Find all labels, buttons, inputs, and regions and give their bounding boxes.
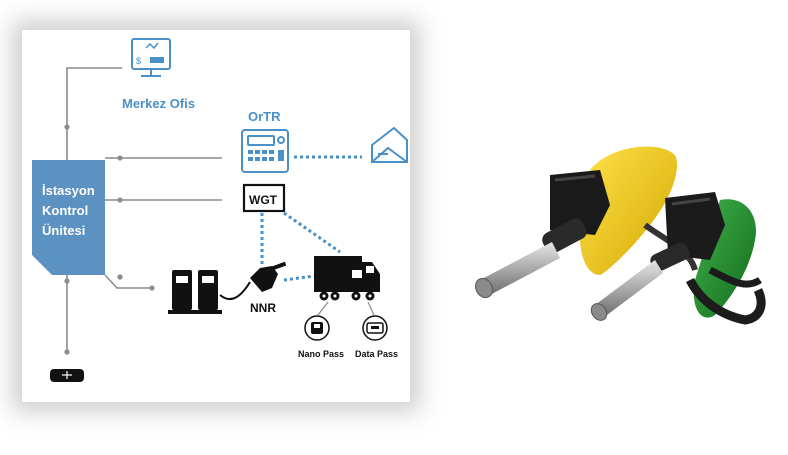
station-diagram: İstasyon Kontrol Ünitesi $ Merkez Ofis O… xyxy=(32,38,408,382)
fuel-nozzle-photo xyxy=(475,146,766,325)
wgt-label: WGT xyxy=(249,193,278,207)
nano-pass-label: Nano Pass xyxy=(298,349,344,359)
nano-pass-icon xyxy=(304,315,330,341)
head-office-label: Merkez Ofis xyxy=(122,96,195,111)
green-nozzle xyxy=(590,192,766,325)
nnr-label: NNR xyxy=(250,301,276,315)
ortr-device-icon xyxy=(241,129,289,173)
station-control-unit: İstasyon Kontrol Ünitesi xyxy=(32,160,105,275)
email-icon xyxy=(371,126,408,163)
connector-dots xyxy=(64,124,155,355)
fuel-pump-icon xyxy=(168,270,222,314)
diagram-card: İstasyon Kontrol Ünitesi $ Merkez Ofis O… xyxy=(22,30,410,402)
control-unit-label-1: İstasyon xyxy=(42,183,95,198)
tank-sensor-icon xyxy=(50,369,84,382)
wgt-box: WGT xyxy=(242,183,286,213)
wireless-links xyxy=(260,211,341,282)
data-pass-icon xyxy=(362,315,388,341)
control-unit-label-2: Kontrol xyxy=(42,203,88,218)
svg-text:$: $ xyxy=(136,56,141,66)
truck-icon xyxy=(314,256,380,301)
data-pass-label: Data Pass xyxy=(355,349,398,359)
fuel-nozzle-icon xyxy=(250,261,287,292)
ortr-label: OrTR xyxy=(248,109,281,124)
fuel-hose xyxy=(219,281,251,301)
control-unit-label-3: Ünitesi xyxy=(42,223,85,238)
yellow-nozzle xyxy=(475,146,698,299)
monitor-icon: $ xyxy=(131,38,171,77)
truck-device-lines xyxy=(317,301,375,316)
